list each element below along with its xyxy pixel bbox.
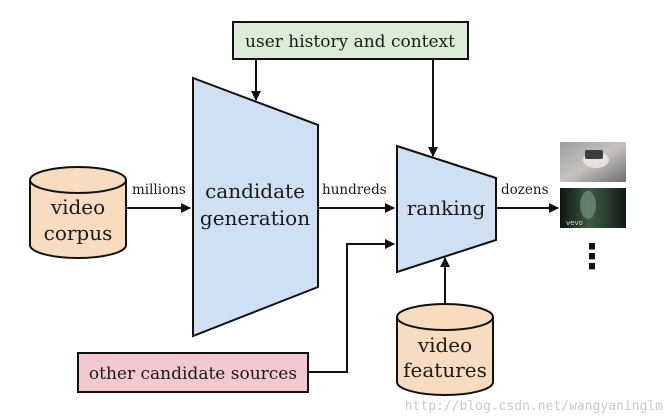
- video-corpus-label-line2: corpus: [44, 221, 113, 245]
- ranking-label: ranking: [407, 196, 486, 220]
- video-features-label-line1: video: [417, 333, 472, 357]
- edge-label-hundreds: hundreds: [322, 182, 387, 198]
- video-corpus-node: video corpus: [29, 166, 127, 259]
- output-ellipsis: ⋮: [575, 237, 609, 277]
- output-video-thumbnail-1: [560, 142, 626, 182]
- other-sources-label: other candidate sources: [89, 364, 297, 384]
- watermark-url: http://blog.csdn.net/wangyaninglm: [405, 399, 663, 414]
- edge-label-dozens: dozens: [501, 182, 549, 198]
- other-sources-node: other candidate sources: [77, 352, 309, 393]
- arrow-sources-to-ranking: [308, 239, 395, 373]
- user-history-node: user history and context: [232, 21, 469, 60]
- video-features-node: video features: [396, 303, 494, 396]
- video-corpus-label-line1: video: [50, 195, 105, 219]
- output-video-thumbnail-2: vevo: [560, 188, 626, 228]
- edge-label-millions: millions: [132, 182, 186, 198]
- thumbnail-caption: vevo: [566, 219, 583, 227]
- candidate-generation-label-line2: generation: [200, 206, 310, 230]
- candidate-generation-label-line1: candidate: [205, 179, 305, 203]
- user-history-label: user history and context: [245, 32, 455, 52]
- video-features-label-line2: features: [403, 358, 487, 382]
- ranking-node: ranking: [396, 144, 497, 274]
- candidate-generation-node: candidate generation: [192, 76, 319, 338]
